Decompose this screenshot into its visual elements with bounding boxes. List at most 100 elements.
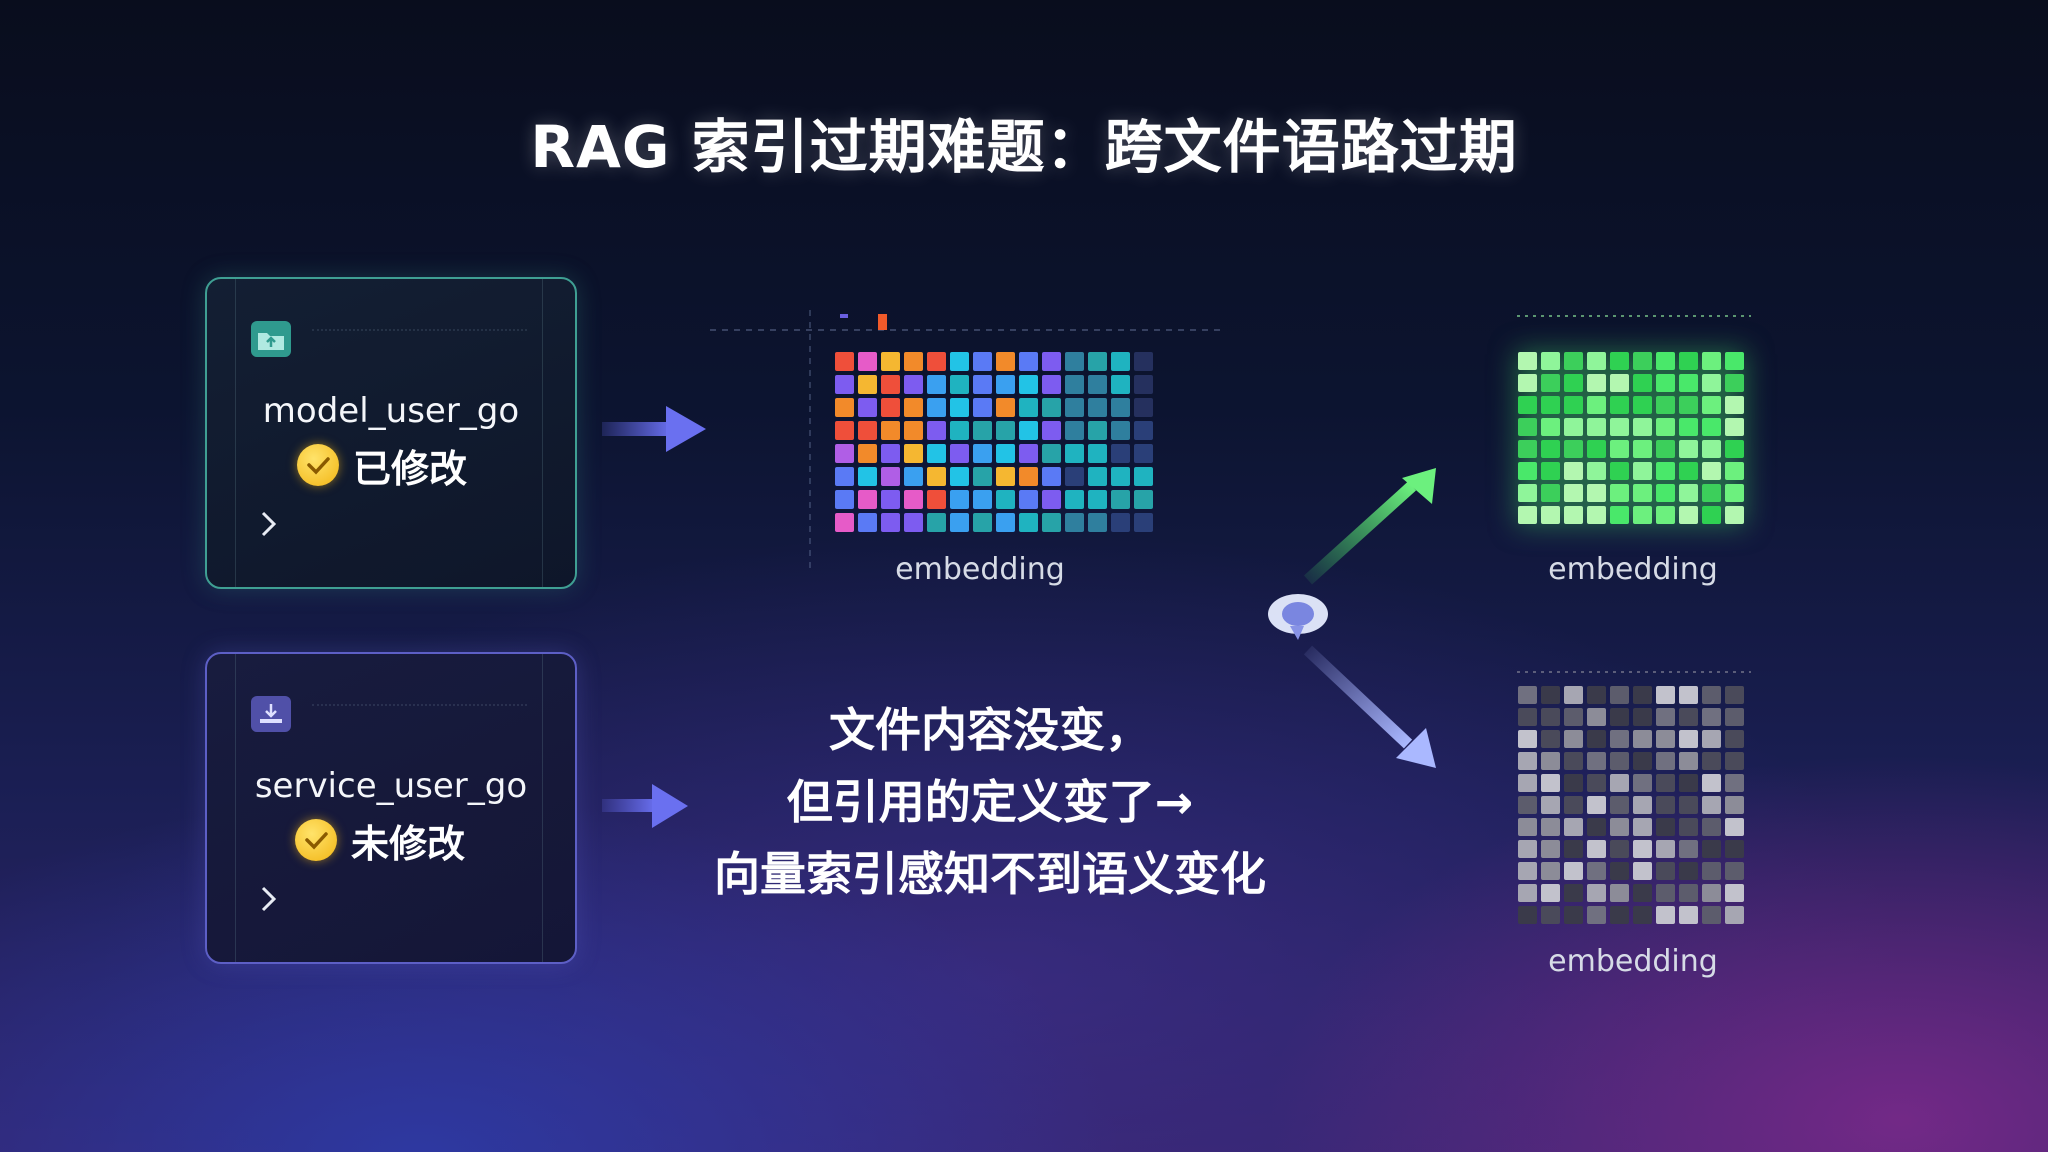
embedding-cell [858,490,877,509]
embedding-cell [858,398,877,417]
embedding-cell [1656,396,1675,414]
embedding-cell [1633,506,1652,524]
embedding-cell [1610,818,1629,836]
embedding-label-stale: embedding [1548,944,1718,979]
embedding-cell [1518,730,1537,748]
check-icon [297,444,339,486]
embedding-cell [881,352,900,371]
embedding-cell [1541,818,1560,836]
embedding-cell [1633,708,1652,726]
embedding-cell [1518,418,1537,436]
embedding-cell [1725,862,1744,880]
embedding-cell [1518,818,1537,836]
embedding-cell [1518,862,1537,880]
embedding-cell [973,375,992,394]
embedding-cell [1587,484,1606,502]
embedding-cell [1633,374,1652,392]
embedding-cell [1633,774,1652,792]
embedding-cell [1518,774,1537,792]
embedding-cell [1518,352,1537,370]
embedding-cell [950,490,969,509]
embedding-cell [1656,752,1675,770]
embedding-cell [1587,818,1606,836]
embedding-cell [1610,506,1629,524]
embedding-cell [1633,484,1652,502]
embedding-cell [996,513,1015,532]
embedding-cell [1679,440,1698,458]
embedding-cell [1541,730,1560,748]
embedding-cell [881,513,900,532]
embedding-cell [973,444,992,463]
embedding-cell [1134,467,1153,486]
embedding-cell [1042,352,1061,371]
embedding-cell [1725,840,1744,858]
file-card-model-user-go[interactable]: model_user_go 已修改 [205,277,577,589]
embedding-cell [1587,906,1606,924]
folder-upload-icon [251,321,291,357]
embedding-cell [904,444,923,463]
embedding-cell [1679,374,1698,392]
embedding-cell [1587,418,1606,436]
embedding-cell [1587,396,1606,414]
embedding-cell [1679,818,1698,836]
embedding-cell [1610,884,1629,902]
embedding-cell [904,467,923,486]
embedding-cell [1702,884,1721,902]
embedding-cell [1564,418,1583,436]
embedding-cell [1088,513,1107,532]
embedding-cell [1633,818,1652,836]
embedding-cell [996,375,1015,394]
embedding-cell [1610,484,1629,502]
embedding-cell [881,421,900,440]
embedding-cell [1564,884,1583,902]
embedding-cell [1610,374,1629,392]
embedding-cell [927,375,946,394]
embedding-cell [1587,686,1606,704]
embedding-cell [1065,375,1084,394]
embedding-cell [1587,708,1606,726]
embedding-cell [1633,840,1652,858]
embedding-cell [1518,752,1537,770]
embedding-cell [1019,467,1038,486]
caption-line: 但引用的定义变了→ [786,775,1194,829]
embedding-cell [1702,440,1721,458]
file-card-service-user-go[interactable]: service_user_go 未修改 [205,652,577,964]
embedding-cell [1656,906,1675,924]
embedding-cell [1065,444,1084,463]
embedding-cell [1587,774,1606,792]
embedding-cell [1702,906,1721,924]
embedding-cell [1656,862,1675,880]
embedding-cell [835,490,854,509]
embedding-cell [1679,730,1698,748]
embedding-cell [1656,462,1675,480]
embedding-cell [1564,374,1583,392]
embedding-cell [973,352,992,371]
embedding-cell [1518,796,1537,814]
embedding-cell [904,421,923,440]
embedding-cell [1564,396,1583,414]
chevron-right-icon[interactable] [257,882,281,916]
embedding-cell [1042,490,1061,509]
embedding-cell [1518,506,1537,524]
embedding-cell [1111,421,1130,440]
embedding-cell [835,352,854,371]
embedding-cell [1541,440,1560,458]
embedding-cell [1134,444,1153,463]
embedding-cell [1541,484,1560,502]
embedding-cell [1725,462,1744,480]
embedding-cell [1679,906,1698,924]
embedding-cell [1725,884,1744,902]
embedding-cell [1725,418,1744,436]
card-divider [235,279,236,587]
embedding-cell [1518,906,1537,924]
embedding-cell [1134,398,1153,417]
embedding-cell [904,375,923,394]
file-name: service_user_go [254,766,528,806]
embedding-cell [1679,484,1698,502]
embedding-cell [1587,730,1606,748]
embedding-cell [1725,818,1744,836]
embedding-cell [1679,862,1698,880]
embedding-cell [1088,352,1107,371]
chevron-right-icon[interactable] [257,507,281,541]
embedding-cell [1679,506,1698,524]
